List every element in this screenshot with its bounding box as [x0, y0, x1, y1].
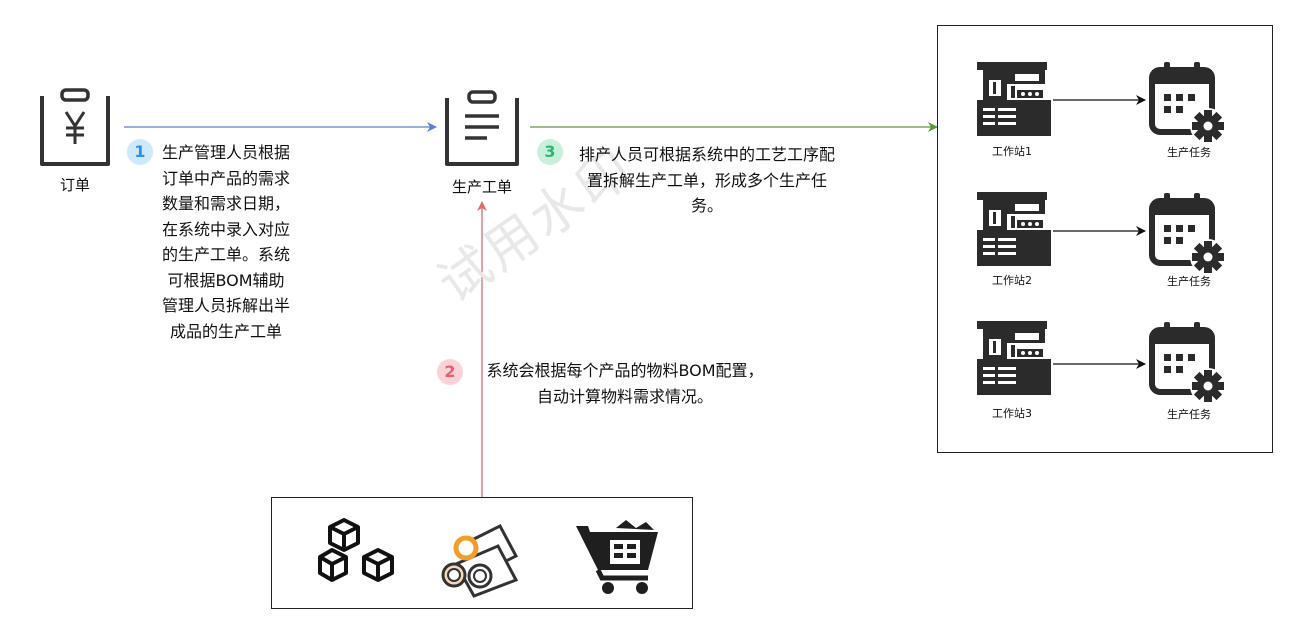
step-3-description: 排产人员可根据系统中的工艺工序配置拆解生产工单，形成多个生产任务。: [578, 145, 835, 215]
machine-icon: [977, 321, 1051, 395]
step-2-badge: 2: [437, 359, 463, 385]
work-order-clipboard-icon: [445, 90, 519, 166]
order-label: 订单: [59, 176, 90, 194]
station-1-label: 工作站1: [992, 145, 1032, 158]
task-2-label: 生产任务: [1167, 275, 1211, 288]
calendar-gear-icon: [1152, 62, 1226, 144]
stations-panel: [937, 25, 1273, 453]
step-1-badge: 1: [127, 139, 153, 165]
step-2-description: 系统会根据每个产品的物料BOM配置，自动计算物料需求情况。: [486, 361, 764, 406]
task-1-label: 生产任务: [1167, 146, 1211, 159]
step-3-badge: 3: [537, 139, 563, 165]
calendar-gear-icon: [1152, 193, 1226, 275]
machine-icon: [977, 192, 1051, 266]
work-order-label: 生产工单: [451, 178, 512, 196]
calendar-gear-icon: [1152, 322, 1226, 404]
machine-icon: [977, 62, 1051, 136]
station-3-label: 工作站3: [992, 407, 1032, 420]
cart-icon: [576, 520, 658, 594]
step-1-description: 生产管理人员根据订单中产品的需求数量和需求日期，在系统中录入对应的生产工单。系统…: [162, 143, 291, 341]
task-3-label: 生产任务: [1167, 408, 1211, 421]
station-row-2: [977, 192, 1226, 275]
cubes-icon: [318, 518, 394, 582]
pipes-icon: [441, 524, 519, 598]
materials-panel: [271, 497, 693, 609]
order-clipboard-icon: [40, 88, 110, 166]
station-row-3: [977, 321, 1226, 404]
station-2-label: 工作站2: [992, 274, 1032, 287]
station-row-1: [977, 62, 1226, 144]
